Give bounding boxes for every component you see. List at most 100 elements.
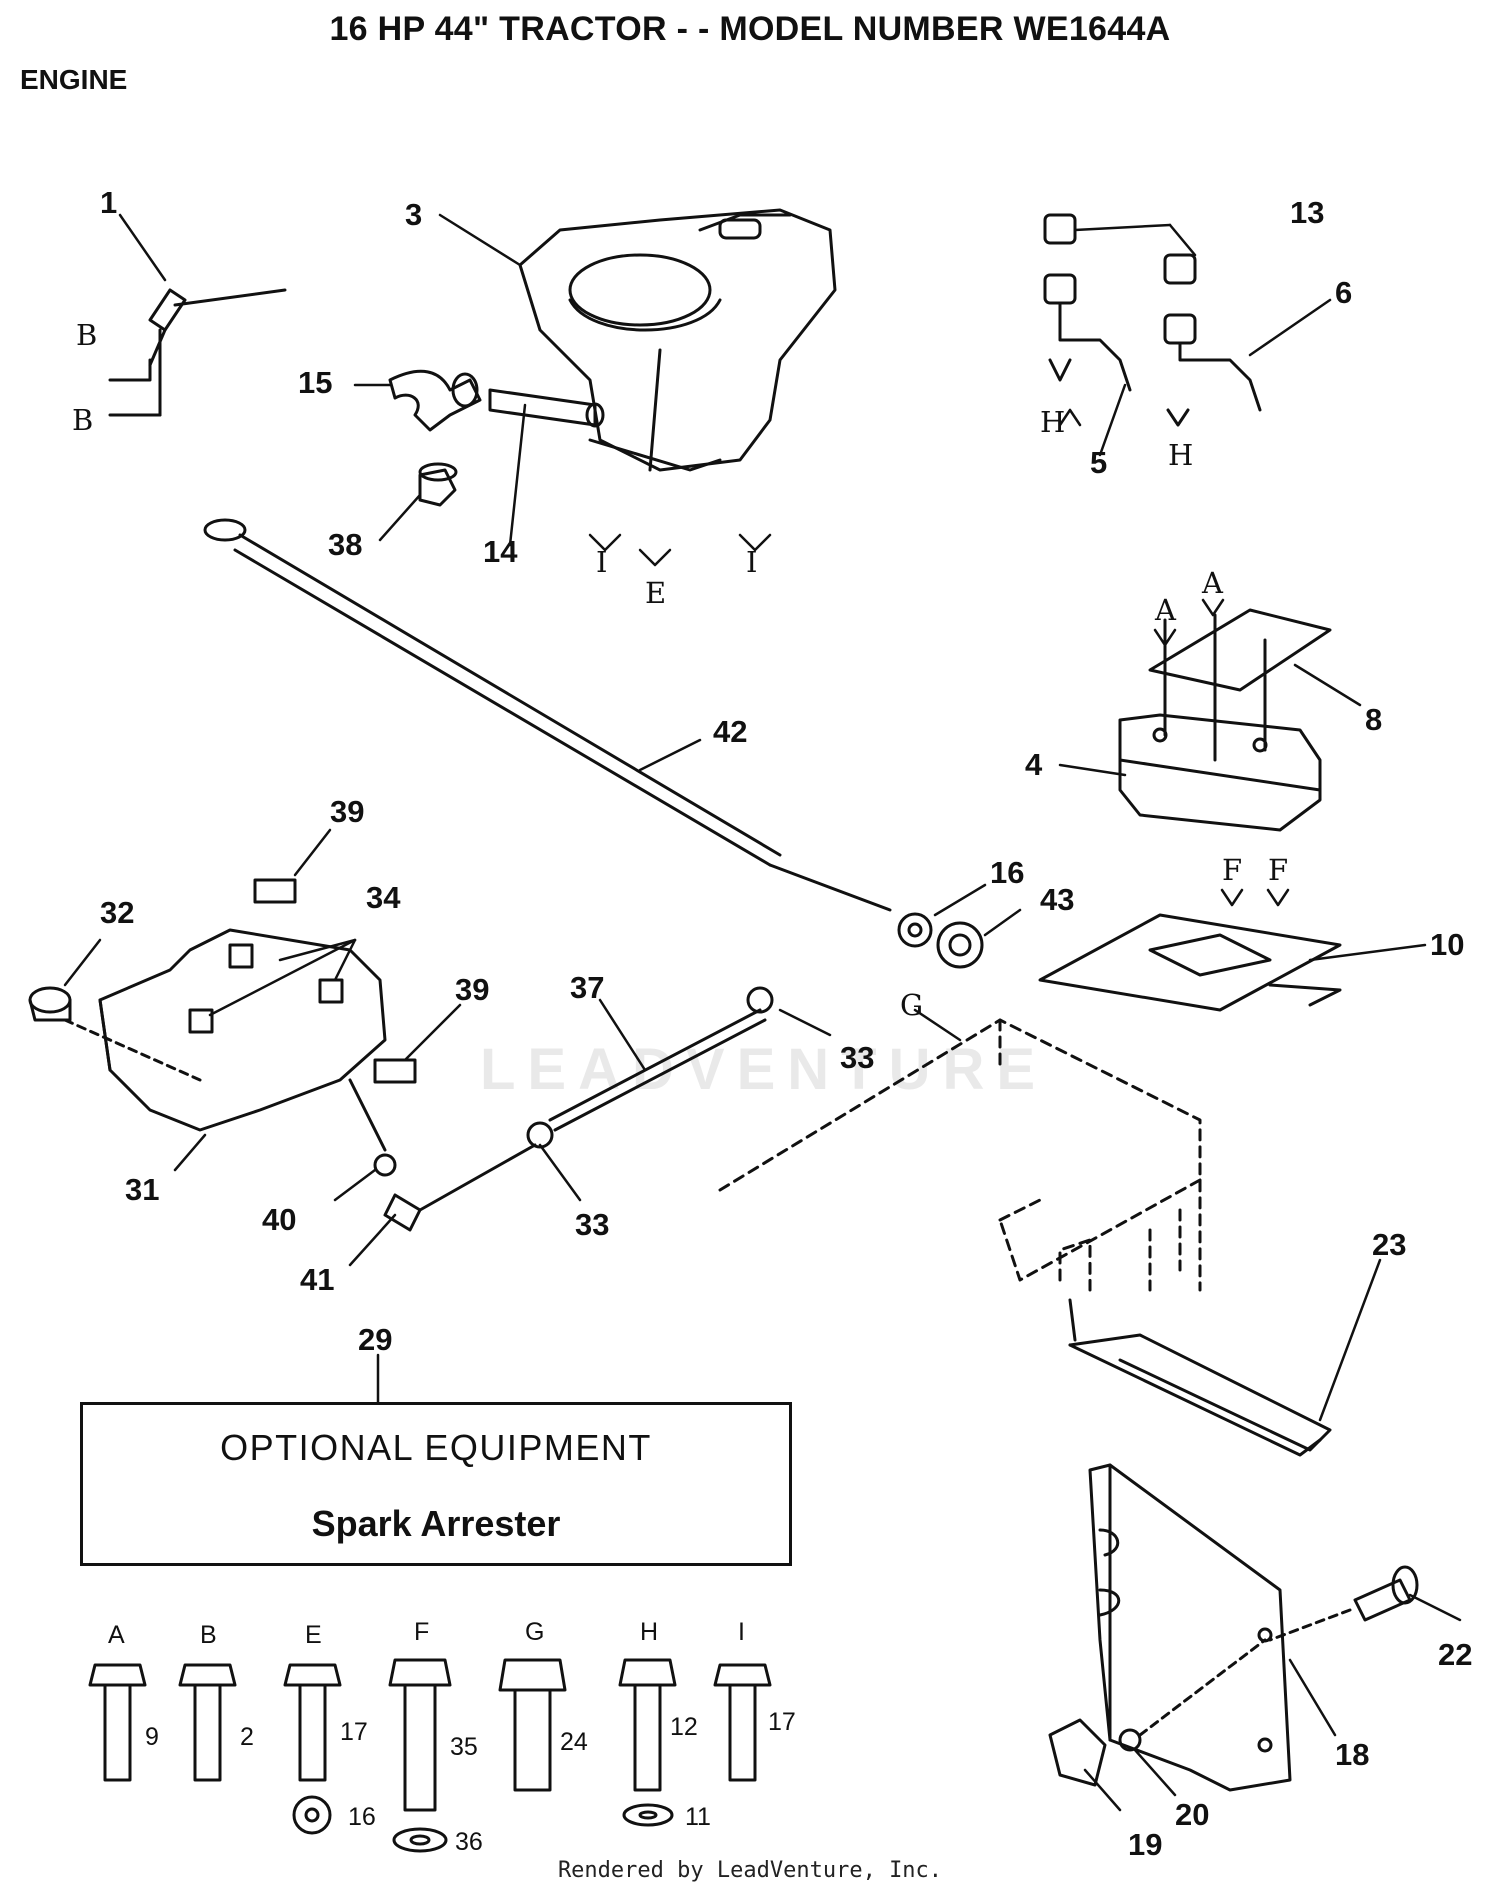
callout-34: 34	[366, 880, 401, 915]
part-42-cable	[203, 518, 892, 912]
hw-part-12: 12	[670, 1713, 698, 1741]
callout-39-b: 39	[455, 972, 489, 1007]
callout-1: 1	[100, 185, 117, 220]
reference-letters: B B H H I E I A A F F G	[72, 318, 1288, 1022]
hw-washer-16: 16	[348, 1803, 376, 1831]
hardware-bolt-h	[618, 1658, 677, 1827]
ref-h-1: H	[1040, 405, 1065, 439]
part-22-bolt	[1268, 1565, 1419, 1642]
optional-equipment-box: OPTIONAL EQUIPMENT Spark Arrester	[80, 1402, 792, 1566]
optional-equipment-item: Spark Arrester	[311, 1503, 561, 1544]
part-16-star-washer	[897, 912, 933, 948]
callout-33: 33	[840, 1040, 874, 1075]
hw-letter-i: I	[738, 1618, 745, 1646]
hardware-bolt-g	[498, 1658, 567, 1792]
hardware-bolt-a	[88, 1663, 147, 1782]
hardware-bolt-b	[178, 1663, 237, 1782]
ref-f-1: F	[1222, 853, 1242, 887]
callout-16: 16	[990, 855, 1024, 890]
callout-31: 31	[125, 1172, 159, 1207]
callout-37: 37	[570, 970, 604, 1005]
callout-8: 8	[1365, 702, 1382, 737]
hardware-legend: A 9 B 2 E 17 16 F 35 36 G 24 H 12 11 I 1…	[108, 1618, 796, 1856]
callout-29: 29	[358, 1322, 392, 1357]
hw-washer-36: 36	[455, 1828, 483, 1856]
part-32-cap	[28, 986, 202, 1082]
part-10-plate	[1038, 913, 1342, 1012]
hw-part-17: 17	[340, 1718, 368, 1746]
callout-38: 38	[328, 527, 362, 562]
callout-6: 6	[1335, 275, 1352, 310]
hardware-bolt-i	[713, 1663, 772, 1782]
diagram-title: 16 HP 44" TRACTOR - - MODEL NUMBER WE164…	[329, 10, 1171, 48]
part-39-pad-2	[373, 1058, 417, 1084]
part-38-cap	[418, 462, 458, 507]
part-37-fuel-line	[526, 986, 774, 1149]
callout-32: 32	[100, 895, 134, 930]
part-19-clip	[1048, 1718, 1107, 1787]
part-31-fuel-tank	[98, 928, 387, 1132]
callout-3: 3	[405, 197, 422, 232]
hw-part-2: 2	[240, 1723, 254, 1751]
ref-forks	[588, 408, 1290, 907]
callout-20: 20	[1175, 1797, 1209, 1832]
part-15-elbow	[388, 369, 482, 432]
hw-part-17-b: 17	[768, 1708, 796, 1736]
hw-letter-h: H	[640, 1618, 658, 1646]
hw-letter-b: B	[200, 1621, 217, 1649]
part-5-exhaust-pipe	[1043, 213, 1132, 392]
hw-letter-a: A	[108, 1621, 125, 1649]
hw-part-9: 9	[145, 1723, 159, 1751]
callout-23: 23	[1372, 1227, 1406, 1262]
callout-18: 18	[1335, 1737, 1369, 1772]
ref-b-1: B	[76, 318, 97, 352]
ref-f-2: F	[1268, 853, 1288, 887]
part-4-muffler	[1118, 713, 1322, 832]
ref-e: E	[645, 576, 666, 610]
ref-h-2: H	[1168, 438, 1193, 472]
callout-13: 13	[1290, 195, 1324, 230]
part-20-washer	[1118, 1638, 1267, 1752]
part-8-bracket	[1148, 608, 1332, 762]
part-43-nut	[936, 921, 984, 969]
part-40-41-fittings	[348, 1078, 537, 1232]
callout-39: 39	[330, 794, 364, 829]
callout-labels: 1 3 13 6 15 14 38 5 42 8 4 39 34 32 16 4…	[100, 185, 1472, 1862]
part-6-exhaust-pipe	[1163, 253, 1262, 427]
watermark: LEADVENTURE	[480, 1037, 1048, 1102]
part-39-pad	[253, 878, 297, 904]
part-14-tube	[488, 388, 605, 428]
frame-dashed-outline	[718, 1018, 1202, 1292]
optional-equipment-title: OPTIONAL EQUIPMENT	[220, 1427, 652, 1468]
hw-washer-11: 11	[685, 1803, 711, 1831]
hw-letter-e: E	[305, 1621, 322, 1649]
ref-g: G	[900, 988, 923, 1022]
callout-19: 19	[1128, 1827, 1162, 1862]
part-3-engine	[518, 208, 837, 472]
ref-b-2: B	[72, 403, 93, 437]
callout-43: 43	[1040, 882, 1074, 917]
part-23-shield	[1068, 1298, 1332, 1457]
ref-a-2: A	[1201, 566, 1224, 600]
hardware-bolt-f	[388, 1658, 452, 1853]
footer-credit: Rendered by LeadVenture, Inc.	[557, 1858, 943, 1883]
callout-33-b: 33	[575, 1207, 609, 1242]
ref-a-1: A	[1154, 593, 1177, 627]
callout-42: 42	[713, 714, 747, 749]
callout-15: 15	[298, 365, 332, 400]
hardware-bolt-e	[283, 1663, 342, 1835]
part-18-panel	[1088, 1463, 1292, 1792]
ref-i-1: I	[596, 545, 607, 579]
leader-lines	[63, 213, 1462, 1812]
hw-letter-f: F	[414, 1618, 429, 1646]
callout-14: 14	[483, 534, 518, 569]
section-label: ENGINE	[20, 64, 128, 95]
hw-part-24: 24	[560, 1728, 588, 1756]
callout-22: 22	[1438, 1637, 1472, 1672]
callout-10: 10	[1430, 927, 1464, 962]
hw-part-35: 35	[450, 1733, 478, 1761]
hw-letter-g: G	[525, 1618, 544, 1646]
ref-i-2: I	[746, 545, 757, 579]
callout-40: 40	[262, 1202, 296, 1237]
